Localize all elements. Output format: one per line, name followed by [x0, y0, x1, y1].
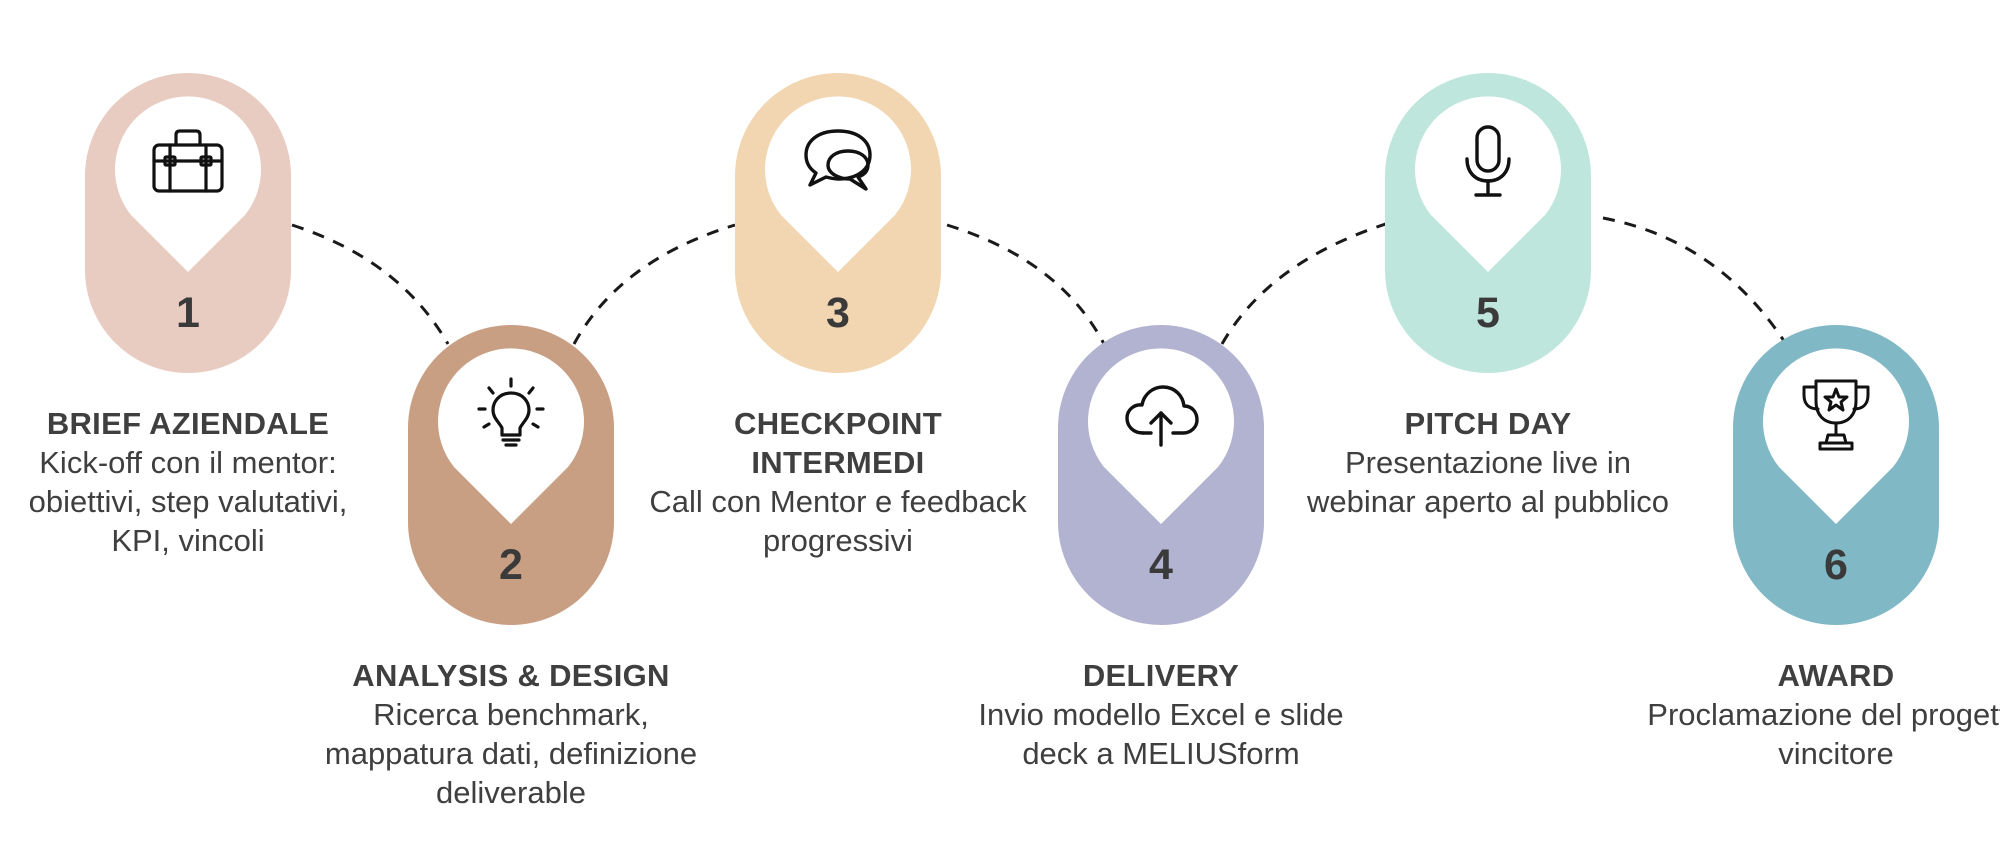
- step-1-label: BRIEF AZIENDALE Kick-off con il mentor: …: [0, 404, 378, 560]
- pin-shape: [85, 73, 291, 373]
- step-title: ANALYSIS & DESIGN: [352, 658, 670, 693]
- connector-1-2: [291, 223, 450, 345]
- step-description: Proclamazione del progetto vincitore: [1647, 697, 2000, 771]
- step-2-label: ANALYSIS & DESIGN Ricerca benchmark, map…: [321, 656, 701, 812]
- step-4-pin: 4: [1058, 325, 1264, 625]
- cloud-upload-icon: [1125, 385, 1199, 447]
- step-title: BRIEF AZIENDALE: [46, 406, 330, 441]
- step-5-pin: 5: [1385, 73, 1591, 373]
- step-description: Presentazione live in webinar aperto al …: [1307, 445, 1669, 519]
- microphone-icon: [1465, 125, 1511, 197]
- step-number: 5: [1476, 289, 1500, 337]
- step-title: CHECKPOINT INTERMEDI: [734, 406, 942, 480]
- pin-shape: [408, 325, 614, 625]
- briefcase-icon: [152, 129, 224, 193]
- step-description: Invio modello Excel e slide deck a MELIU…: [978, 697, 1344, 771]
- step-number: 4: [1149, 541, 1173, 589]
- step-4-label: DELIVERY Invio modello Excel e slide dec…: [971, 656, 1351, 773]
- step-number: 1: [176, 289, 200, 337]
- step-number: 6: [1824, 541, 1848, 589]
- step-number: 2: [499, 541, 523, 589]
- step-1-pin: 1: [85, 73, 291, 373]
- step-description: Kick-off con il mentor: obiettivi, step …: [28, 445, 348, 558]
- step-title: DELIVERY: [1082, 658, 1240, 693]
- lightbulb-icon: [477, 377, 545, 447]
- step-6-pin: 6: [1733, 325, 1939, 625]
- step-6-label: AWARD Proclamazione del progetto vincito…: [1646, 656, 2000, 773]
- step-title: PITCH DAY: [1404, 406, 1572, 441]
- step-description: Call con Mentor e feedback progressivi: [649, 484, 1027, 558]
- connector-4-5: [1220, 220, 1393, 345]
- step-2-pin: 2: [408, 325, 614, 625]
- trophy-icon: [1802, 379, 1870, 451]
- pin-shape: [735, 73, 941, 373]
- step-3-label: CHECKPOINT INTERMEDI Call con Mentor e f…: [648, 404, 1028, 560]
- connector-3-4: [946, 223, 1106, 345]
- step-description: Ricerca benchmark, mappatura dati, defin…: [324, 697, 698, 810]
- connector-2-3: [572, 223, 736, 345]
- chat-bubbles-icon: [804, 129, 872, 191]
- step-3-pin: 3: [735, 73, 941, 373]
- step-5-label: PITCH DAY Presentazione live in webinar …: [1298, 404, 1678, 521]
- step-number: 3: [826, 289, 850, 337]
- connector-5-6: [1602, 216, 1788, 345]
- step-title: AWARD: [1777, 658, 1895, 693]
